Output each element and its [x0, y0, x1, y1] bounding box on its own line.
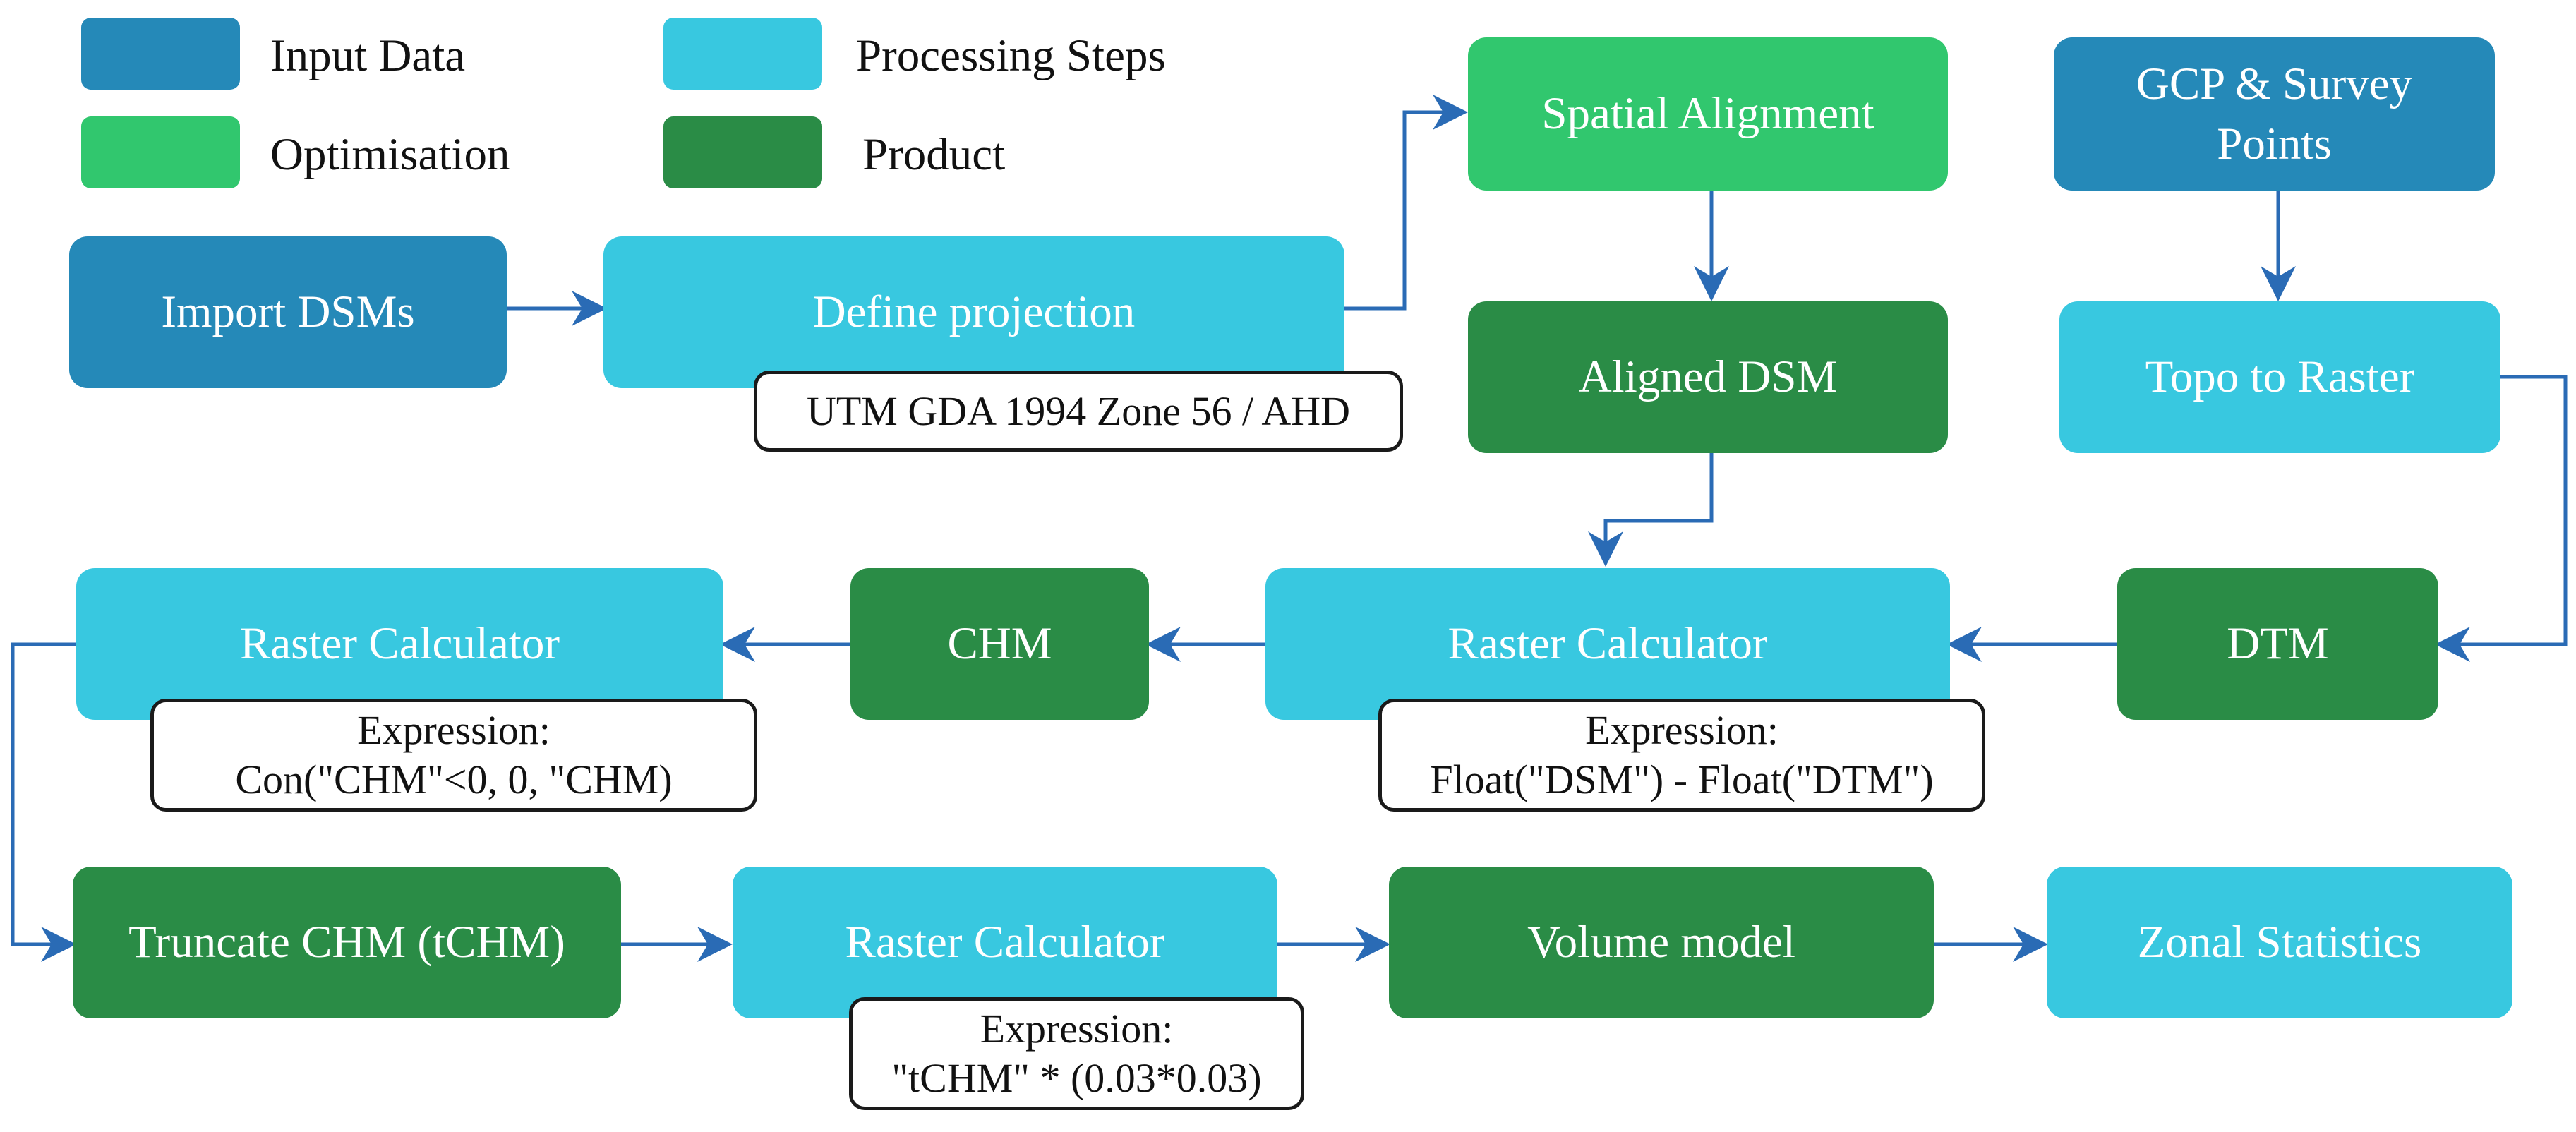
- node-raster-calculator-3-label: Raster Calculator: [845, 917, 1165, 968]
- node-raster-calculator-3: Raster Calculator: [733, 867, 1277, 1018]
- node-spatial-alignment-label: Spatial Alignment: [1541, 88, 1874, 140]
- note-projection-text: UTM GDA 1994 Zone 56 / AHD: [806, 387, 1351, 434]
- node-topo-to-raster-label: Topo to Raster: [2145, 351, 2415, 403]
- note-expression-con: Expression: Con("CHM"<0, 0, "CHM): [150, 699, 757, 812]
- note-expression-label: Expression:: [1585, 707, 1778, 754]
- note-expression-dsm-dtm-text: Float("DSM") - Float("DTM"): [1430, 757, 1934, 802]
- node-aligned-dsm: Aligned DSM: [1468, 301, 1948, 453]
- node-chm: CHM: [850, 568, 1149, 720]
- node-zonal-statistics-label: Zonal Statistics: [2137, 917, 2422, 968]
- node-volume-model: Volume model: [1389, 867, 1934, 1018]
- node-dtm: DTM: [2117, 568, 2438, 720]
- note-expression-dsm-dtm: Expression: Float("DSM") - Float("DTM"): [1378, 699, 1985, 812]
- node-import-dsms: Import DSMs: [69, 236, 507, 388]
- legend-label-input: Input Data: [270, 30, 466, 81]
- note-projection: UTM GDA 1994 Zone 56 / AHD: [754, 371, 1403, 452]
- node-aligned-dsm-label: Aligned DSM: [1578, 351, 1838, 403]
- arrow-rc2-to-truncate: [11, 642, 76, 962]
- note-expression-volume-text: "tCHM" * (0.03*0.03): [891, 1055, 1262, 1101]
- node-import-dsms-label: Import DSMs: [161, 287, 415, 338]
- note-expression-label: Expression:: [357, 707, 550, 754]
- node-raster-calculator-1: Raster Calculator: [1265, 568, 1950, 720]
- node-raster-calculator-2-label: Raster Calculator: [239, 618, 560, 670]
- legend-swatch-processing: [663, 18, 822, 90]
- node-dtm-label: DTM: [2227, 618, 2329, 670]
- note-expression-label: Expression:: [980, 1006, 1174, 1052]
- note-expression-volume: Expression: "tCHM" * (0.03*0.03): [849, 997, 1304, 1110]
- node-volume-model-label: Volume model: [1527, 917, 1795, 968]
- node-truncate-chm: Truncate CHM (tCHM): [73, 867, 621, 1018]
- arrow-define-to-spatial: [1344, 95, 1468, 311]
- node-truncate-chm-label: Truncate CHM (tCHM): [128, 917, 565, 968]
- note-expression-con-text: Con("CHM"<0, 0, "CHM): [235, 757, 673, 802]
- node-raster-calculator-1-label: Raster Calculator: [1448, 618, 1768, 670]
- node-zonal-statistics: Zonal Statistics: [2047, 867, 2512, 1018]
- node-chm-label: CHM: [947, 618, 1052, 670]
- node-gcp-label-line2: Points: [2217, 118, 2332, 169]
- legend-label-processing: Processing Steps: [856, 30, 1166, 81]
- legend-label-optimisation: Optimisation: [270, 129, 510, 180]
- node-define-projection-label: Define projection: [812, 287, 1136, 338]
- node-gcp-survey-points: GCP & Survey Points: [2054, 37, 2495, 191]
- legend-label-product: Product: [862, 129, 1006, 180]
- node-define-projection: Define projection: [603, 236, 1344, 388]
- legend-swatch-optimisation: [81, 116, 240, 188]
- node-gcp-label-line1: GCP & Survey: [2136, 59, 2413, 109]
- node-raster-calculator-2: Raster Calculator: [76, 568, 723, 720]
- legend-swatch-product: [663, 116, 822, 188]
- arrow-aligned-to-rc1: [1588, 453, 1714, 567]
- arrow-topo-to-dtm: [2435, 375, 2568, 662]
- node-topo-to-raster: Topo to Raster: [2059, 301, 2500, 453]
- node-spatial-alignment: Spatial Alignment: [1468, 37, 1948, 191]
- legend-swatch-input: [81, 18, 240, 90]
